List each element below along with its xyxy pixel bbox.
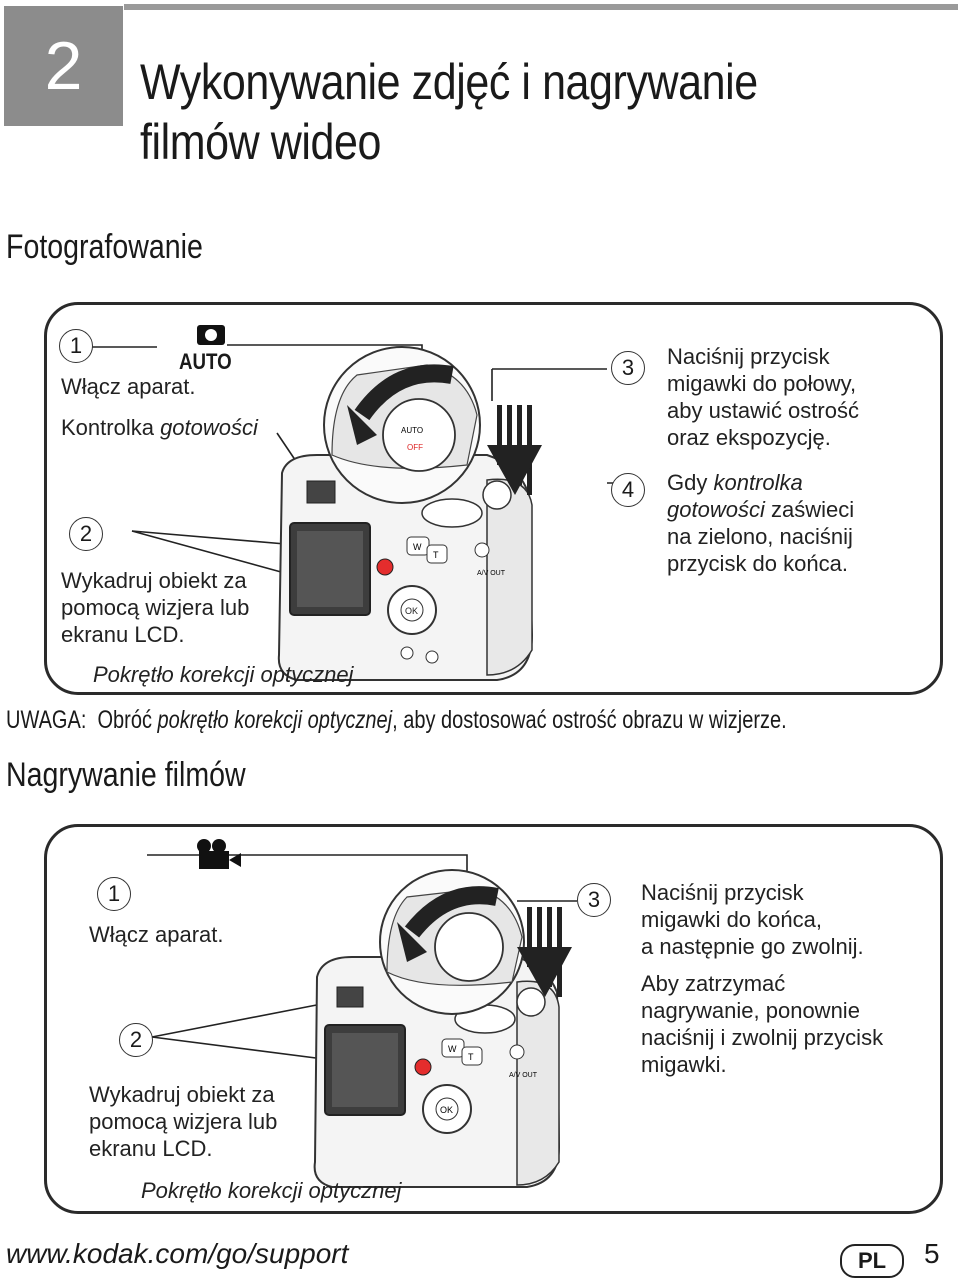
auto-label: AUTO [179, 349, 232, 374]
photo-step3-number: 3 [611, 351, 645, 385]
photo-step2-number: 2 [69, 517, 103, 551]
photo-step1-line2: Kontrolka gotowości [61, 415, 258, 440]
photo-section-heading: Fotografowanie [6, 228, 203, 266]
video-step1-number: 1 [97, 877, 131, 911]
photo-step3-text: Naciśnij przycisk migawki do połowy, aby… [667, 343, 859, 451]
chapter-title-line2: filmów wideo [140, 114, 381, 170]
photo-step3-line: Naciśnij przycisk [667, 344, 830, 369]
chapter-title: Wykonywanie zdjęć i nagrywanie filmów wi… [140, 52, 828, 172]
photo-step4-line1: Gdy kontrolka [667, 470, 803, 495]
video-camera-illustration: OK W T A/V OUT [147, 854, 577, 1188]
photo-step1-text: Włącz aparat. Kontrolka gotowości [61, 373, 258, 441]
note-post: , aby dostosować ostrość obrazu w wizjer… [392, 706, 787, 734]
note-text: UWAGA: Obróć pokrętło korekcji optycznej… [6, 706, 787, 735]
photo-camera-illustration: OK W T A/V OUT AUTO OFF [91, 344, 627, 681]
photo-step3-line: aby ustawić ostrość [667, 398, 859, 423]
photo-step4-line: na zielono, naciśnij [667, 524, 853, 549]
video-step1-text: Włącz aparat. [89, 922, 224, 947]
photo-wide-label: W [413, 542, 422, 552]
video-step3-line: a następnie go zwolnij. [641, 934, 864, 959]
photo-step3-line: oraz ekspozycję. [667, 425, 831, 450]
video-step2-text: Wykadruj obiekt za pomocą wizjera lub ek… [89, 1081, 277, 1162]
photo-step2-text: Wykadruj obiekt za pomocą wizjera lub ek… [61, 567, 249, 648]
photo-dial-off: OFF [407, 443, 423, 452]
video-step3-line: Naciśnij przycisk [641, 880, 804, 905]
photo-step2-line: ekranu LCD. [61, 622, 185, 647]
top-rule [124, 4, 958, 10]
photo-step1-line1: Włącz aparat. [61, 374, 196, 399]
note-label: UWAGA: [6, 706, 87, 734]
photo-step4-line2: gotowości zaświeci [667, 497, 855, 522]
photo-ok-label: OK [405, 606, 418, 616]
video-step3-number: 3 [577, 883, 611, 917]
note-italic: pokrętło korekcji optycznej [157, 706, 393, 734]
photo-step1-number: 1 [59, 329, 93, 363]
video-step2-number: 2 [119, 1023, 153, 1057]
note-pre: Obróć [97, 706, 158, 734]
chapter-number-box: 2 [4, 6, 123, 126]
video-av-out-label: A/V OUT [509, 1072, 538, 1079]
photo-tele-label: T [433, 550, 439, 560]
language-badge: PL [840, 1244, 904, 1278]
video-step3-line: Aby zatrzymać [641, 971, 786, 996]
photo-instruction-panel: OK W T A/V OUT AUTO OFF 1 AUTO Włącz apa… [44, 302, 943, 695]
chapter-title-line1: Wykonywanie zdjęć i nagrywanie [140, 54, 758, 110]
photo-dial-caption: Pokrętło korekcji optycznej [93, 662, 354, 687]
video-wide-label: W [448, 1044, 457, 1054]
video-dial-caption: Pokrętło korekcji optycznej [141, 1178, 402, 1203]
video-step3-line: nagrywanie, ponownie [641, 998, 860, 1023]
video-step3-text: Naciśnij przycisk migawki do końca, a na… [641, 879, 883, 1078]
video-step3-line: migawki. [641, 1052, 727, 1077]
video-step3-line: naciśnij i zwolnij przycisk [641, 1025, 884, 1050]
chapter-number: 2 [44, 28, 83, 104]
video-ok-label: OK [440, 1105, 453, 1115]
photo-step3-line: migawki do połowy, [667, 371, 857, 396]
page-number: 5 [924, 1238, 940, 1269]
video-step3-line: migawki do końca, [641, 907, 822, 932]
photo-step4-line: przycisk do końca. [667, 551, 848, 576]
footer-support-link[interactable]: www.kodak.com/go/support [6, 1238, 349, 1269]
video-camera-icon [197, 839, 243, 869]
photo-av-out-label: A/V OUT [477, 570, 506, 577]
video-instruction-panel: OK W T A/V OUT 1 Włącz aparat. 2 Wykadru… [44, 824, 943, 1214]
video-section-heading: Nagrywanie filmów [6, 756, 246, 794]
video-tele-label: T [468, 1052, 474, 1062]
photo-dial-auto: AUTO [401, 426, 423, 435]
camera-mode-icon [197, 325, 225, 345]
video-step2-line: ekranu LCD. [89, 1136, 213, 1161]
photo-step2-line: pomocą wizjera lub [61, 595, 250, 620]
video-step2-line: Wykadruj obiekt za [89, 1082, 275, 1107]
photo-step4-number: 4 [611, 473, 645, 507]
video-step2-line: pomocą wizjera lub [89, 1109, 278, 1134]
photo-step2-line: Wykadruj obiekt za [61, 568, 247, 593]
photo-step4-text: Gdy kontrolka gotowości zaświeci na ziel… [667, 469, 854, 577]
